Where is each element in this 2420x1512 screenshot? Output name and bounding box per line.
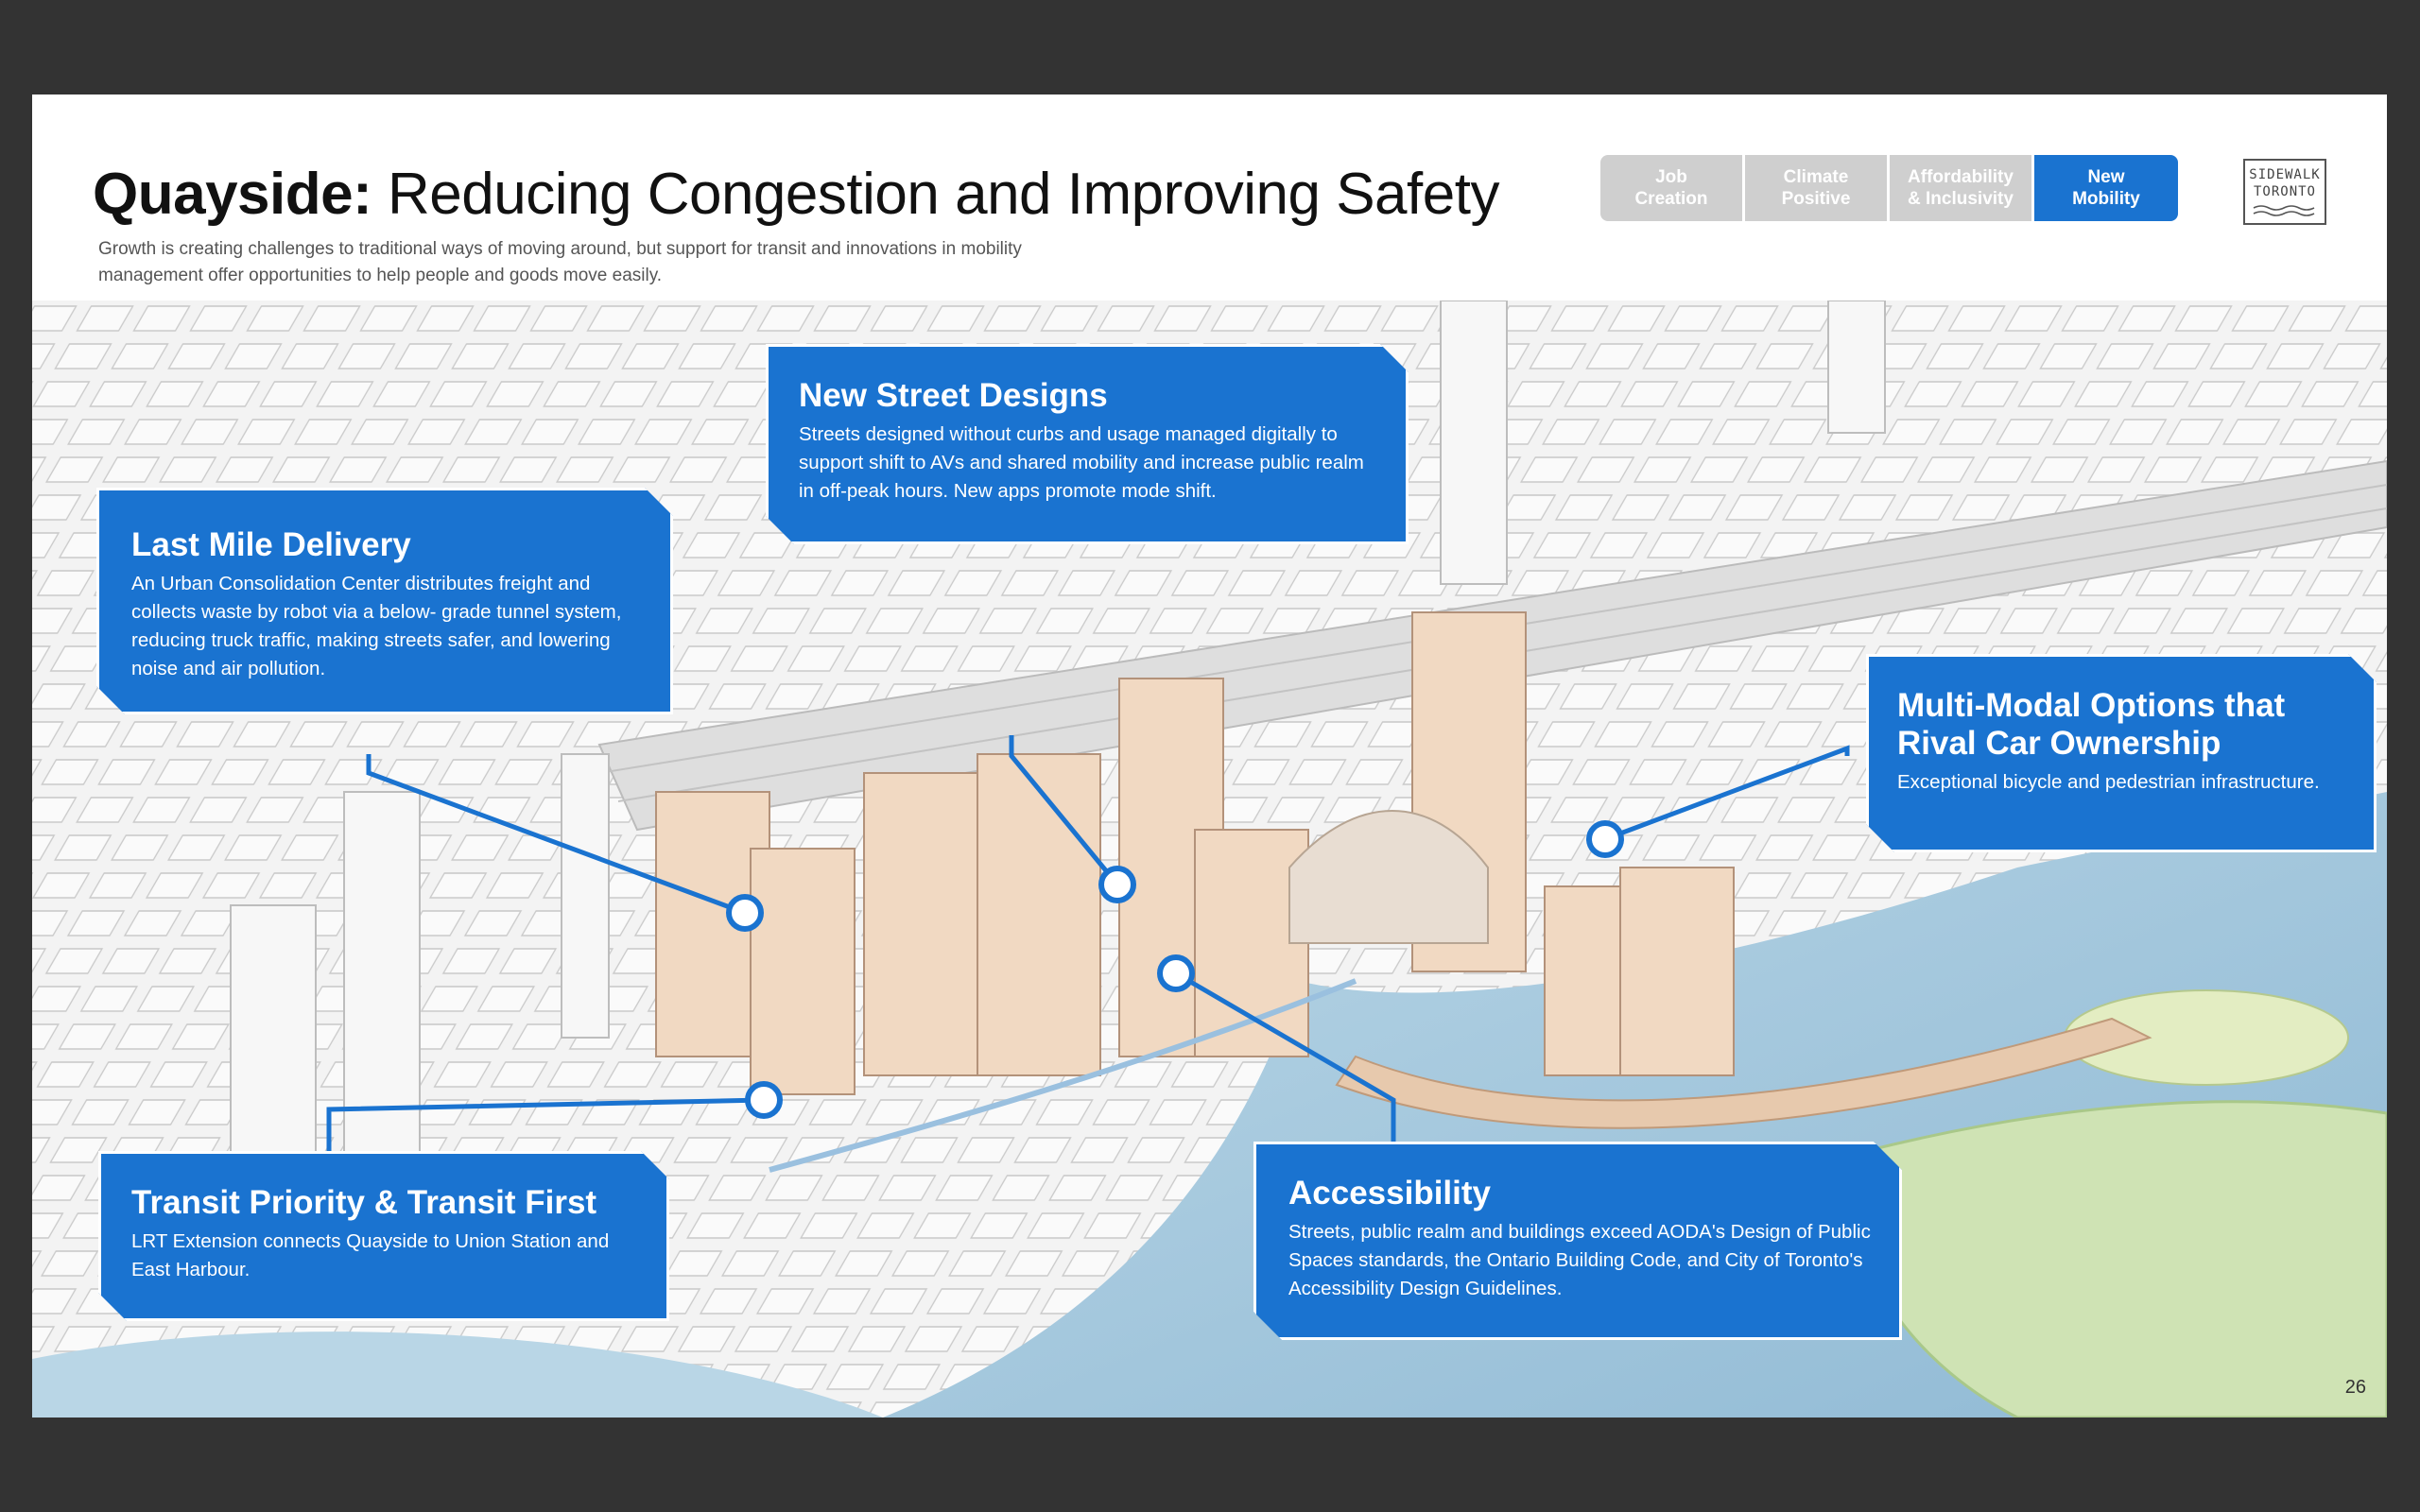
callout-title: Accessibility: [1288, 1175, 1491, 1211]
marker-accessibility[interactable]: [1157, 954, 1195, 992]
lake-water: [32, 1332, 883, 1418]
leader-lines: [326, 735, 1850, 1151]
marker-transit[interactable]: [745, 1081, 783, 1119]
theme-tabs: Job Creation Climate Positive Affordabil…: [1600, 155, 2178, 221]
callout-title: Transit Priority & Transit First: [131, 1184, 597, 1221]
callout-text: An Urban Consolidation Center distribute…: [131, 573, 622, 679]
logo-line-1: SIDEWALK: [2249, 167, 2321, 182]
sidewalk-toronto-logo: SIDEWALK TORONTO: [2243, 159, 2326, 225]
slide: Quayside: Reducing Congestion and Improv…: [32, 94, 2387, 1418]
waterfront-bridge: [1335, 1017, 2152, 1129]
callout-text: Exceptional bicycle and pedestrian infra…: [1897, 771, 2320, 793]
tab-new-mobility[interactable]: New Mobility: [2034, 155, 2178, 221]
page-subtitle: Growth is creating challenges to traditi…: [98, 239, 1022, 285]
callout-text: Streets designed without curbs and usage…: [799, 423, 1364, 502]
page-number: 26: [2344, 1377, 2366, 1398]
tab-job-creation[interactable]: Job Creation: [1600, 155, 1742, 221]
callout-text: LRT Extension connects Quayside to Union…: [131, 1230, 610, 1280]
callout-text: Streets, public realm and buildings exce…: [1288, 1221, 1871, 1299]
title-rest: Reducing Congestion and Improving Safety: [388, 162, 1499, 227]
callout-multi-modal-options: Multi-Modal Options that Rival Car Owner…: [1866, 654, 2377, 852]
timber-canopy: [1288, 810, 1489, 944]
tab-affordability-inclusivity[interactable]: Affordability & Inclusivity: [1890, 155, 2031, 221]
callout-new-street-designs: New Street Designs Streets designed with…: [766, 344, 1409, 544]
callout-title: Multi-Modal Options that Rival Car Owner…: [1897, 687, 2286, 762]
callout-transit-priority: Transit Priority & Transit First LRT Ext…: [98, 1151, 669, 1321]
page-title: Quayside: Reducing Congestion and Improv…: [93, 161, 1499, 228]
callout-markers: [726, 820, 1624, 1119]
lrt-route: [769, 978, 1357, 1173]
callout-title: New Street Designs: [799, 377, 1108, 414]
tab-climate-positive[interactable]: Climate Positive: [1745, 155, 1887, 221]
marker-street[interactable]: [1098, 866, 1136, 903]
logo-line-2: TORONTO: [2253, 184, 2316, 199]
callout-last-mile-delivery: Last Mile Delivery An Urban Consolidatio…: [96, 488, 673, 714]
marker-delivery[interactable]: [726, 894, 764, 932]
wave-icon: [2253, 205, 2315, 216]
callout-accessibility: Accessibility Streets, public realm and …: [1253, 1142, 1902, 1340]
title-bold: Quayside:: [93, 162, 372, 227]
marker-multimodal[interactable]: [1586, 820, 1624, 858]
callout-title: Last Mile Delivery: [131, 526, 411, 563]
